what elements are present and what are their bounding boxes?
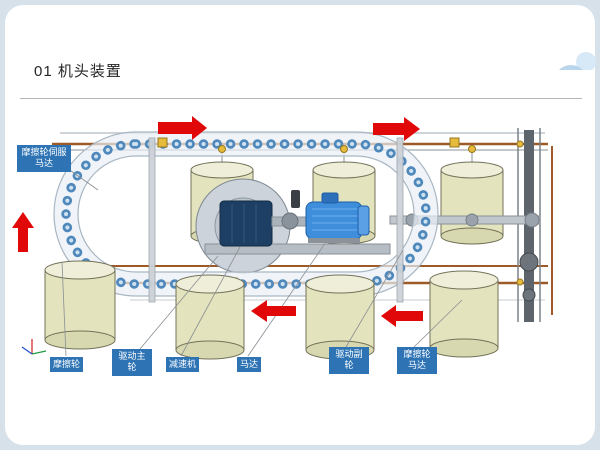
deco-circle-large xyxy=(558,65,584,70)
decorative-circles xyxy=(558,52,596,70)
callout-friction-wheel-motor: 摩擦轮马达 xyxy=(397,347,437,374)
drum xyxy=(44,260,116,350)
drum xyxy=(175,274,245,360)
flow-arrow-left-bottom-center xyxy=(251,300,296,322)
column-gear-icon xyxy=(519,252,539,272)
deco-circle-small-faint xyxy=(576,52,596,70)
flow-arrow-up-left xyxy=(12,212,34,252)
drum xyxy=(429,270,499,358)
roller-chain xyxy=(61,139,431,289)
support-posts xyxy=(148,137,404,303)
drive-shaft xyxy=(389,215,541,225)
flow-arrow-left-bottom-right xyxy=(381,305,423,327)
callout-drive-sub-wheel: 驱动副轮 xyxy=(329,347,369,374)
drum xyxy=(440,150,504,245)
callout-leader-lines xyxy=(61,165,463,357)
brake-unit xyxy=(291,190,300,208)
flow-arrows xyxy=(12,116,423,327)
callout-friction-wheel: 摩擦轮 xyxy=(50,357,84,373)
drive-motor xyxy=(305,192,370,243)
gearbox xyxy=(219,200,273,247)
flow-arrow-right-top-right xyxy=(373,117,420,141)
callout-motor: 马达 xyxy=(237,357,262,373)
callout-friction-wheel-servo-motor: 摩擦轮伺服马达 xyxy=(17,145,71,172)
page-title: 01 机头装置 xyxy=(34,63,122,80)
drive-base xyxy=(204,243,391,255)
flow-arrow-right-top-left xyxy=(158,116,207,140)
drive-unit xyxy=(195,178,541,274)
callout-reducer: 减速机 xyxy=(166,357,200,373)
callout-drive-main-wheel: 驱动主轮 xyxy=(112,349,152,376)
title-divider xyxy=(20,98,582,99)
coordinate-axes-icon xyxy=(21,339,47,355)
